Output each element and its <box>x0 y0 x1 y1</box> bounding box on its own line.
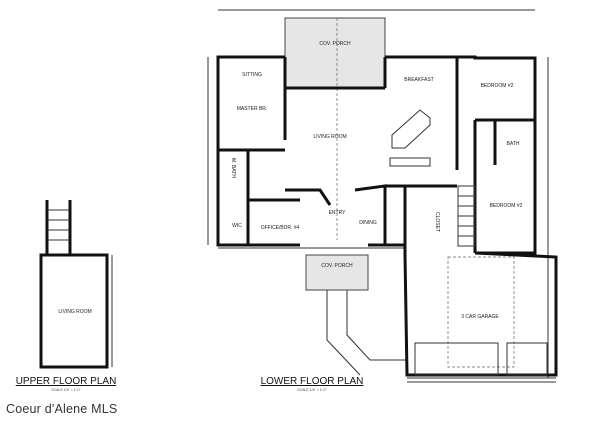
stairs <box>457 185 476 247</box>
label-sitting: SITTING <box>242 72 262 78</box>
kitchen-island <box>391 109 431 149</box>
label-wic: WIC <box>232 223 242 229</box>
label-bath: BATH <box>507 141 520 147</box>
label-master-br: MASTER BR. <box>237 106 268 112</box>
label-bedroom-bottom: BEDROOM #2 <box>490 203 523 209</box>
label-garage: 3 CAR GARAGE <box>461 314 499 320</box>
dimension-lines <box>207 9 556 383</box>
rear-covered-porch <box>284 17 386 89</box>
lower-floor-title: LOWER FLOOR PLAN <box>261 376 364 387</box>
label-living-room: LIVING ROOM <box>313 134 346 140</box>
label-closet: CLOSET <box>434 212 440 232</box>
front-covered-porch <box>305 254 369 291</box>
garage <box>403 251 558 377</box>
label-office: OFFICE/BDR. #4 <box>261 225 300 231</box>
label-m-bath: M. BATH <box>230 158 236 178</box>
label-breakfast: BREAKFAST <box>404 77 433 83</box>
watermark: Coeur d'Alene MLS <box>6 402 118 416</box>
upper-floor-scale: SCALE 1/4" = 1'-0" <box>51 388 81 392</box>
upper-floor-walls <box>39 200 113 369</box>
lower-floor-scale: SCALE 1/4" = 1'-0" <box>297 388 327 392</box>
upper-floor-title: UPPER FLOOR PLAN <box>16 376 117 387</box>
label-entry: ENTRY <box>329 210 347 216</box>
label-dining: DINING <box>359 220 377 226</box>
label-cov-porch-rear: COV. PORCH <box>319 41 351 47</box>
label-upper-living-room: LIVING ROOM <box>58 309 91 315</box>
label-cov-porch-front: COV. PORCH <box>321 263 353 269</box>
label-bedroom-top: BEDROOM #2 <box>481 83 514 89</box>
